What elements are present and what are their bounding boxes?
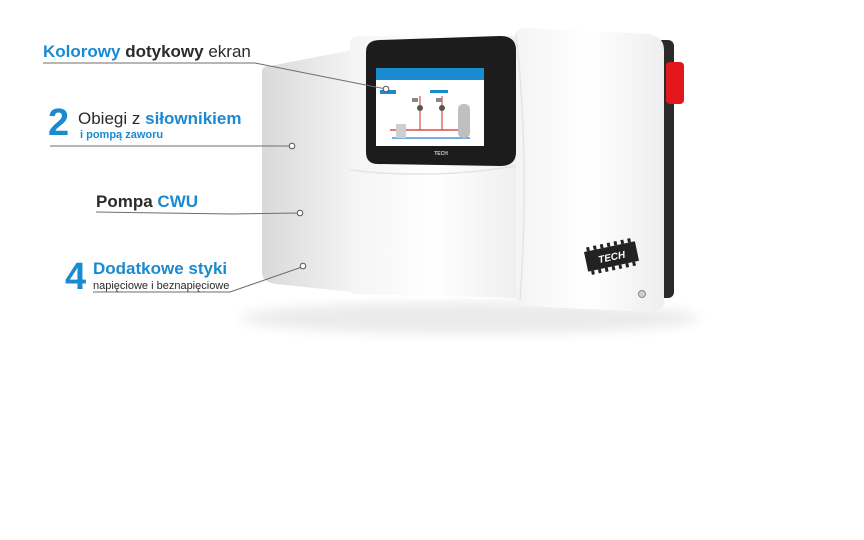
label-circuits-line1: Obiegi z siłownikiem [78, 109, 242, 128]
right-panel [516, 28, 664, 312]
callout-dot-pump [296, 209, 304, 217]
label-screen-word1: Kolorowy [43, 42, 121, 61]
screw-icon [638, 290, 646, 298]
label-pump-word2: CWU [157, 192, 199, 211]
callout-line-contacts [93, 266, 303, 293]
label-circuits-line2: i pompą zaworu [80, 129, 164, 141]
callout-dot-contacts [299, 262, 307, 270]
label-contacts-line1: Dodatkowe styki [93, 259, 228, 278]
left-wing-panel [262, 50, 352, 292]
callout-line-pump [95, 211, 300, 215]
label-contacts-number: 4 [65, 256, 87, 298]
label-touch-screen: Kolorowy dotykowy ekran [43, 42, 251, 62]
tech-chip-logo: TECH [584, 238, 640, 275]
label-dhw-pump: Pompa CWU [96, 192, 198, 212]
power-switch[interactable] [666, 62, 684, 104]
label-circuits-number: 2 [48, 102, 70, 144]
callout-dot-circuits [288, 142, 296, 150]
screen-header-bar [376, 68, 484, 80]
callout-dot-screen [382, 85, 390, 93]
label-contacts-line2: napięciowe i beznapięciowe [93, 280, 230, 292]
tank-icon [458, 104, 470, 138]
bezel-logo: TECH [434, 151, 448, 157]
label-pump-word1: Pompa [96, 192, 153, 211]
device-shadow [240, 302, 700, 334]
callout-line-screen [43, 62, 387, 90]
callout-lines [43, 62, 387, 293]
label-screen-word2: dotykowy [125, 42, 204, 61]
label-screen-word3: ekran [208, 42, 251, 61]
